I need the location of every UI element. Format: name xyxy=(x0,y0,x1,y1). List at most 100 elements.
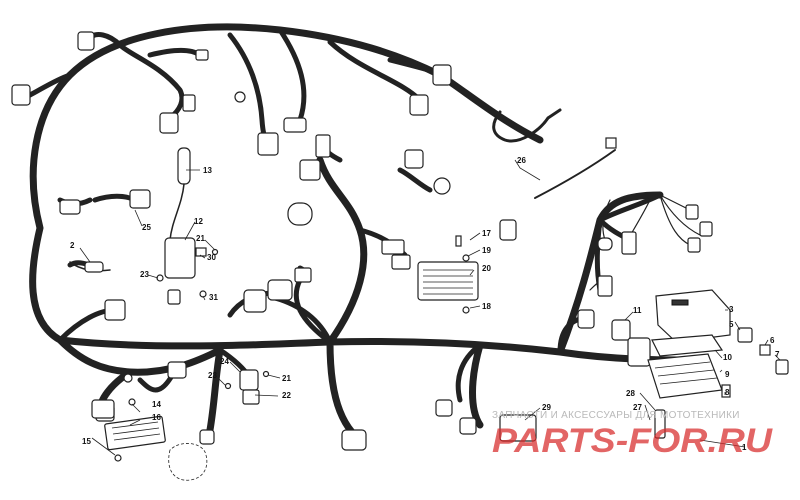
connector-mid-4 xyxy=(243,289,267,313)
connector-mid-top-2 xyxy=(283,117,307,133)
connector-low-left xyxy=(167,361,187,379)
callout-7: 7 xyxy=(775,350,780,359)
connector-bottom-2 xyxy=(435,399,453,417)
callout-11: 11 xyxy=(633,306,642,315)
connector-upper-left-2 xyxy=(159,112,179,134)
bolt-19 xyxy=(462,254,470,262)
connector-top-right-2 xyxy=(409,94,429,116)
connector-regulator-a xyxy=(381,239,405,255)
callout-22: 22 xyxy=(282,391,291,400)
connector-22 xyxy=(242,389,260,405)
connector-bottom xyxy=(341,429,367,451)
connector-mid-2 xyxy=(294,267,312,283)
callout-21-lower: 21 xyxy=(282,374,291,383)
ignition-coil xyxy=(164,237,196,279)
connector-fan-3 xyxy=(687,237,701,253)
screw-17 xyxy=(455,235,462,247)
module-connector xyxy=(91,399,115,419)
connector-11 xyxy=(611,319,631,341)
callout-24: 24 xyxy=(220,357,229,366)
screw-21b xyxy=(262,370,270,378)
coil-connector xyxy=(167,289,181,305)
nut-15 xyxy=(114,454,122,462)
leader-lines xyxy=(79,159,781,456)
connector-17 xyxy=(499,219,517,241)
nut-31 xyxy=(199,290,207,298)
callout-23-lower: 23 xyxy=(208,371,217,380)
nut-18 xyxy=(462,306,470,314)
connector-fan-2 xyxy=(699,221,713,237)
fuse-box-label xyxy=(671,299,689,306)
round-plug xyxy=(287,202,313,226)
relay-6 xyxy=(759,344,771,356)
connectors xyxy=(11,31,713,451)
connector-bottom-3 xyxy=(459,417,477,435)
callout-6: 6 xyxy=(770,336,775,345)
relay-7 xyxy=(775,359,789,375)
relay-24 xyxy=(239,369,259,391)
connector-25-a xyxy=(59,199,81,215)
connector-fan-1 xyxy=(685,204,699,220)
callout-23-upper: 23 xyxy=(140,270,149,279)
callout-25: 25 xyxy=(142,223,151,232)
callout-17: 17 xyxy=(482,229,491,238)
callout-2: 2 xyxy=(70,241,75,250)
connector-fan-5 xyxy=(597,237,613,251)
cable-tie-head xyxy=(605,137,617,149)
callout-19: 19 xyxy=(482,246,491,255)
connector-regulator-b xyxy=(391,254,411,270)
connector-small-top xyxy=(195,49,209,61)
nut-23b xyxy=(224,382,232,390)
fuse-8 xyxy=(721,384,731,398)
coil-bracket xyxy=(195,247,207,257)
watermark-caption: ЗАПЧАСТИ И АКСЕССУАРЫ ДЛЯ МОТОТЕХНИКИ xyxy=(492,410,740,421)
connector-mid xyxy=(299,159,321,181)
callout-30: 30 xyxy=(207,253,216,262)
callout-14: 14 xyxy=(152,400,161,409)
connector-upper-left-3 xyxy=(182,94,196,112)
ring-terminal-low xyxy=(123,373,133,383)
connector-fan-4 xyxy=(621,231,637,255)
callout-31: 31 xyxy=(209,293,218,302)
sensor-2 xyxy=(84,261,104,273)
connector-left-low xyxy=(104,299,126,321)
connector-top-right xyxy=(432,64,452,86)
callout-28: 28 xyxy=(626,389,635,398)
components xyxy=(69,108,789,481)
callout-20: 20 xyxy=(482,264,491,273)
connector-25-b xyxy=(129,189,151,209)
spark-plug-cap xyxy=(177,147,191,185)
fuse-strip-10 xyxy=(651,334,724,357)
callout-12: 12 xyxy=(194,217,203,226)
screw-14 xyxy=(128,398,136,406)
connector-fan-6 xyxy=(597,275,613,297)
callout-16: 16 xyxy=(152,413,161,422)
fuse-puller-28 xyxy=(654,409,666,439)
connector-mid-top xyxy=(257,132,279,156)
connector-bottom-left xyxy=(199,429,215,445)
callout-5: 5 xyxy=(729,320,734,329)
callout-27: 27 xyxy=(633,403,642,412)
callout-29: 29 xyxy=(542,403,551,412)
connector-top-left xyxy=(77,31,95,51)
connector-center-top xyxy=(404,149,424,169)
watermark-logo: PARTS-FOR.RU xyxy=(492,422,774,460)
callout-10: 10 xyxy=(723,353,732,362)
watermark: ЗАПЧАСТИ И АКСЕССУАРЫ ДЛЯ МОТОТЕХНИКИ PA… xyxy=(492,410,774,460)
connector-29 xyxy=(499,414,537,442)
callout-21-upper: 21 xyxy=(196,234,205,243)
connector-right-mid-2 xyxy=(627,337,651,367)
round-connector xyxy=(433,177,451,195)
callout-15: 15 xyxy=(82,437,91,446)
voltage-regulator xyxy=(417,254,479,314)
connector-mid-top-3 xyxy=(315,134,331,158)
callout-9: 9 xyxy=(725,370,730,379)
relay-5 xyxy=(737,327,753,343)
connector-mid-3 xyxy=(267,279,293,301)
connector-right-mid xyxy=(577,309,595,329)
callout-labels: 1 2 3 5 6 7 8 9 10 11 12 13 14 15 16 17 … xyxy=(70,156,780,452)
callout-13: 13 xyxy=(203,166,212,175)
callout-3: 3 xyxy=(729,305,734,314)
